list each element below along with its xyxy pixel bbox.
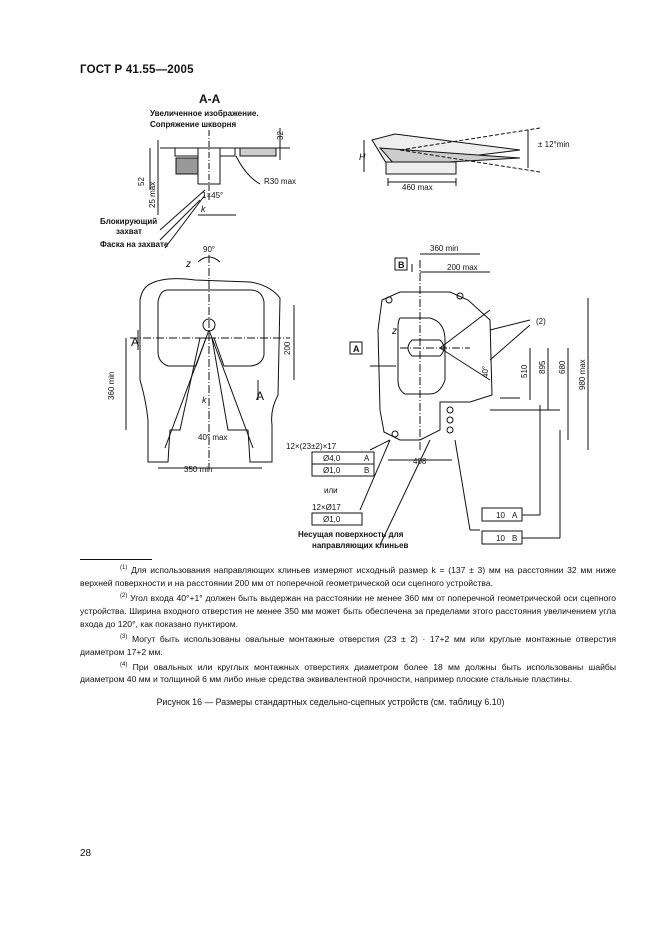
datum-B: B [398,260,405,270]
right-plan-view [359,253,589,546]
tol-frame-1: Ø4,0 [323,454,341,463]
label-A-right: A [256,389,264,403]
dim-408: 408 [413,457,427,466]
dim-chamfer: 1×45° [202,191,223,200]
section-detail [149,128,290,249]
tol-datum-a: A [364,454,370,463]
footnote: (1) Для использования направляющих клинь… [80,564,617,588]
dim-k: k [201,204,206,214]
dim-h: H [359,152,366,162]
section-subtitle-2: Сопряжение шкворня [150,120,236,129]
dim-40deg: 40° [481,366,490,378]
footnote: (4) При овальных или круглых монтажных о… [80,661,617,685]
dim-r30: R30 max [264,177,296,186]
support-surface-2: направляющих клиньев [312,541,408,550]
footnote-rule [80,559,152,560]
technical-drawing: А-А Увеличенное изображение. Сопряжение … [100,92,589,550]
footnote: (2) Угол входа 40°+1° должен быть выдерж… [80,592,617,629]
holes-oval: 12×(23±2)×17 [286,442,337,451]
dim-25max: 25 max [148,182,157,208]
dim-90: 90° [203,245,215,254]
section-title: А-А [199,92,221,106]
tol-frame-3: Ø1,0 [323,515,341,524]
page-number: 28 [80,848,92,859]
tol-frame-2: Ø1,0 [323,466,341,475]
dim-40max: 40° max [198,433,227,442]
dim-360min-top: 360 min [430,244,458,253]
label-z-right: z [391,326,397,337]
label-chamfer: Фаска на захвате [100,240,169,249]
dim-200max: 200 max [447,263,478,272]
dim-12deg: ± 12°min [538,140,570,149]
document-header: ГОСТ Р 41.55—2005 [80,64,194,76]
dim-52: 52 [137,177,146,186]
flatness-2-datum: B [512,534,517,543]
flatness-1-datum: A [512,511,518,520]
left-plan-view [125,255,295,470]
holes-round: 12×Ø17 [312,503,341,512]
tol-datum-b: B [364,466,369,475]
flatness-2: 10 [496,534,505,543]
footnotes: (1) Для использования направляющих клинь… [80,562,616,686]
note-2-ref: (2) [536,317,546,326]
dim-200: 200 [283,341,292,355]
label-z-left: z [185,259,191,270]
flatness-1: 10 [496,511,505,520]
dim-k-plan: k [202,395,207,405]
side-view [363,127,541,186]
datum-A: A [353,344,360,354]
footnote: (3) Могут быть использованы овальные мон… [80,633,617,657]
figure-caption: Рисунок 16 — Размеры стандартных седельн… [156,697,505,707]
dim-680: 680 [558,360,567,374]
or-label: или [324,486,338,495]
section-subtitle-1: Увеличенное изображение. [150,109,259,118]
label-lock-2: захват [116,227,142,236]
label-lock-1: Блокирующий [100,217,157,226]
dim-350min: 350 min [184,465,212,474]
dim-460: 460 max [402,183,433,192]
dim-32: 32 [276,131,285,140]
dim-980max: 980 max [578,359,587,390]
dim-895: 895 [538,360,547,374]
dim-510: 510 [520,364,529,378]
support-surface-1: Несущая поверхность для [298,530,404,539]
label-A-left: A [131,335,139,349]
dim-360min-left: 360 min [107,372,116,400]
